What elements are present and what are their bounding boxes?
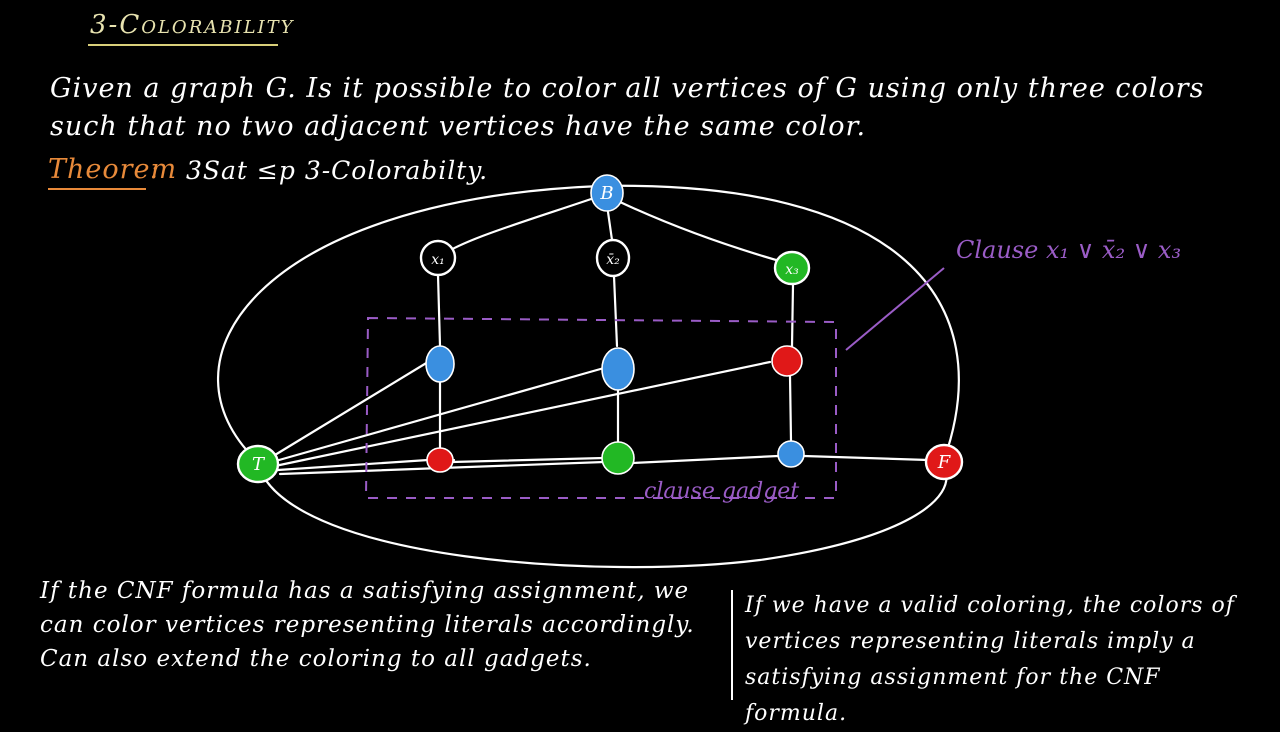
node-x3 [773, 250, 811, 286]
gadget-node-top-2 [601, 347, 635, 391]
clause-label: Clause x₁ ∨ x̄₂ ∨ x₃ [956, 236, 1181, 264]
bottom-left-note: If the CNF formula has a satisfying assi… [40, 578, 695, 672]
clause-gadget-box [364, 316, 837, 499]
clause-pointer-line [845, 267, 945, 351]
page-title: 3-Colorability [90, 10, 295, 40]
theorem-label: Theorem [48, 154, 178, 185]
node-f [924, 443, 964, 481]
title-underline [88, 44, 278, 46]
node-t [236, 444, 280, 484]
edge-b-x2 [606, 210, 614, 242]
gadget-node-top-3 [771, 345, 803, 377]
gadget-node-bottom-3 [777, 440, 805, 468]
node-b-label: B [599, 183, 613, 204]
node-x2 [595, 238, 631, 278]
edge-t-top2 [270, 366, 606, 464]
outer-edge-top [217, 184, 960, 464]
edge-gadget-col3 [788, 374, 793, 443]
outer-edge-bottom [258, 464, 948, 569]
edge-t-top3 [273, 360, 772, 468]
gadget-label: clause gadget [644, 479, 799, 504]
gadget-node-bottom-1 [426, 447, 454, 473]
edge-b-x3 [618, 200, 792, 266]
edge-bottom-row-1 [450, 456, 606, 464]
theorem-colon: : [150, 154, 161, 185]
edge-x3-gadget [790, 283, 795, 348]
node-x2-label: x̄₂ [606, 252, 620, 268]
problem-statement: Given a graph G. Is it possible to color… [50, 73, 1205, 142]
theorem-statement: 3Sat ≤p 3-Colorabilty. [186, 156, 489, 185]
node-x3-label: x₃ [785, 262, 799, 278]
edge-t-bottom1 [276, 458, 430, 472]
theorem-underline [48, 188, 146, 190]
edge-x1-gadget [436, 273, 442, 348]
edge-bottom-row-2 [630, 454, 780, 465]
edge-x2-gadget [612, 274, 619, 348]
gadget-node-bottom-2 [601, 441, 635, 475]
node-x1-label: x₁ [431, 252, 445, 268]
bottom-right-note: If we have a valid coloring, the colors … [745, 593, 1235, 726]
node-t-label: T [252, 454, 266, 475]
node-b [590, 174, 624, 212]
edge-bottom-row-3 [802, 454, 930, 462]
edge-t-top1 [268, 360, 430, 460]
node-x1 [419, 239, 457, 277]
bottom-divider [731, 590, 733, 700]
gadget-node-top-1 [425, 345, 455, 383]
node-f-label: F [937, 452, 952, 473]
edge-b-x1 [436, 194, 602, 260]
